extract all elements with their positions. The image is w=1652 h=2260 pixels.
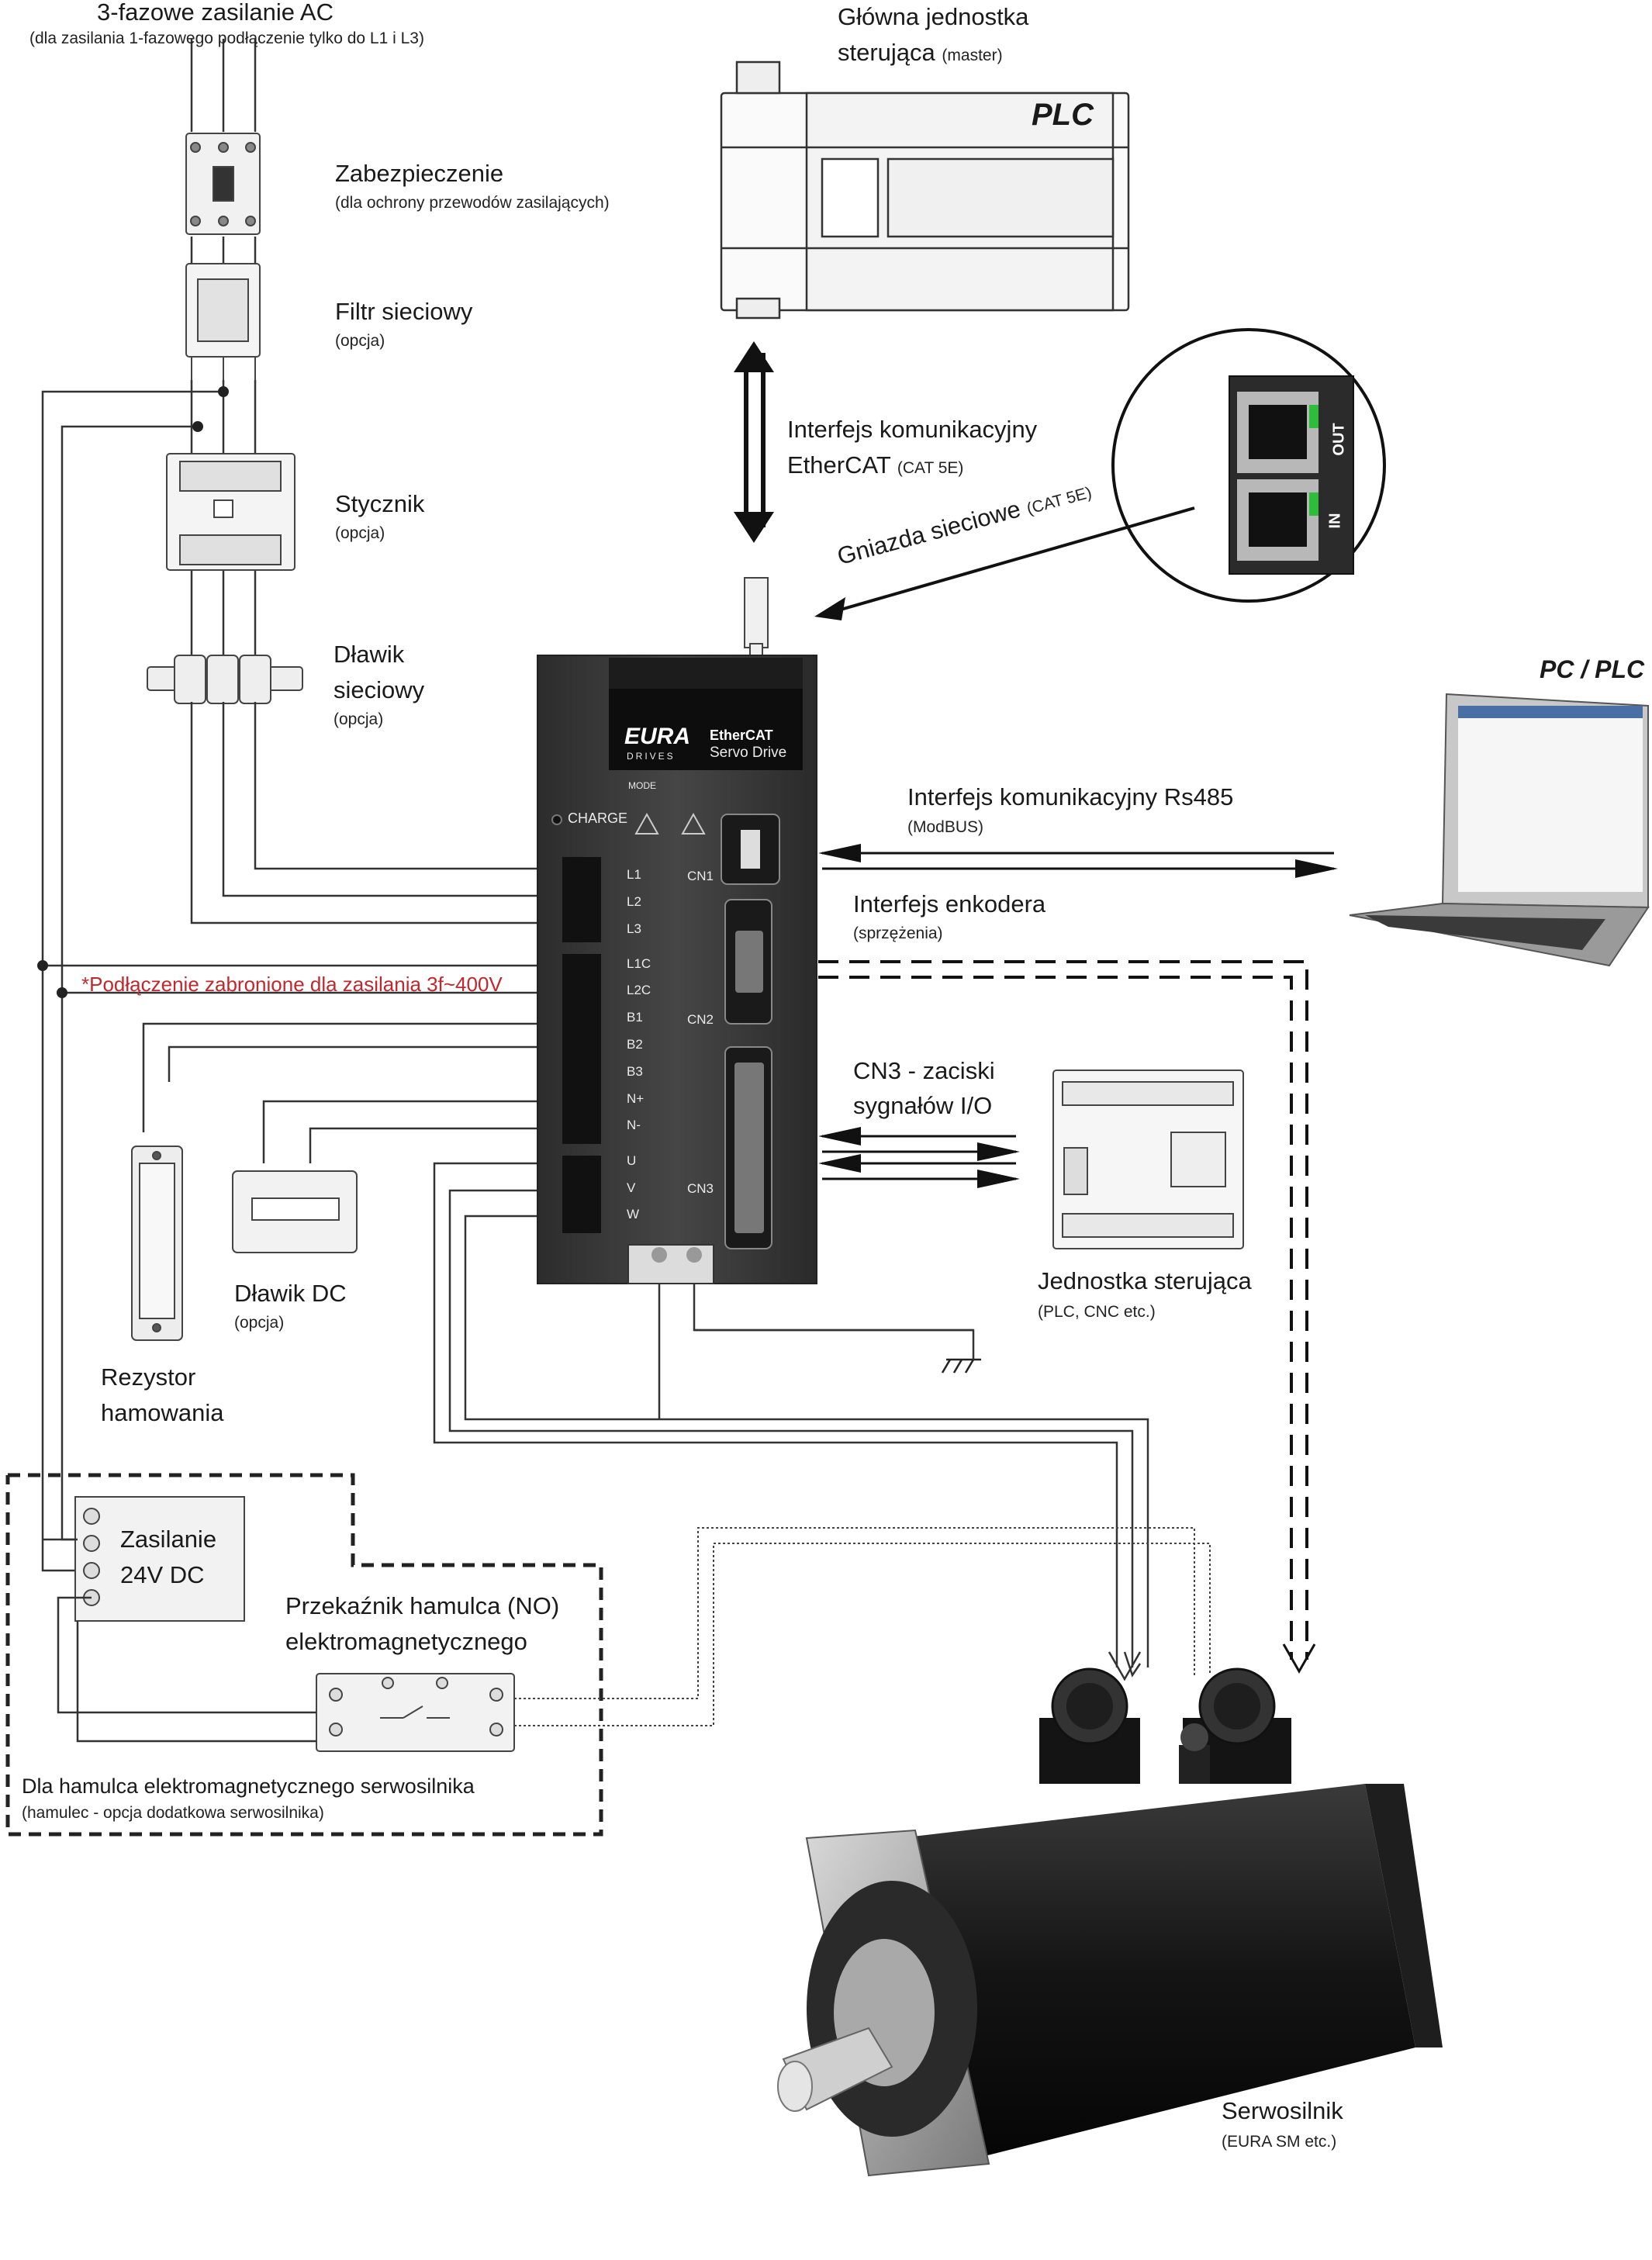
drive-mode: MODE bbox=[628, 780, 656, 791]
dc-choke bbox=[232, 1170, 358, 1253]
plc-title-1: Główna jednostka bbox=[838, 3, 1029, 30]
terminal-l2: L2 bbox=[627, 894, 641, 909]
ethercat-title-2: EtherCAT (CAT 5E) bbox=[787, 451, 963, 479]
terminal-b3: B3 bbox=[627, 1064, 643, 1079]
cn3-label: CN3 bbox=[687, 1181, 714, 1196]
terminal-w: W bbox=[627, 1207, 640, 1222]
terminal-l3: L3 bbox=[627, 921, 641, 936]
breaker bbox=[185, 133, 261, 235]
filter-title: Filtr sieciowy bbox=[335, 298, 473, 325]
dc-choke-title: Dławik DC bbox=[234, 1280, 347, 1307]
ethercat-arrow bbox=[734, 341, 774, 543]
terminal-nplus: N+ bbox=[627, 1091, 645, 1106]
terminal-b1: B1 bbox=[627, 1010, 643, 1025]
filter-note: (opcja) bbox=[335, 332, 385, 350]
cn1-label: CN1 bbox=[687, 869, 714, 883]
contactor-note: (opcja) bbox=[335, 524, 385, 542]
servo-motor bbox=[777, 1667, 1443, 2177]
terminal-u: U bbox=[627, 1153, 637, 1168]
ground-symbol bbox=[941, 1358, 981, 1374]
relay-title-1: Przekaźnik hamulca (NO) bbox=[285, 1592, 560, 1619]
plc-title-2: sterująca (master) bbox=[838, 39, 1003, 67]
plc-title-2-text: sterująca bbox=[838, 39, 935, 66]
motor-title: Serwosilnik bbox=[1222, 2097, 1343, 2124]
servo-drive bbox=[537, 655, 817, 1284]
terminal-l2c: L2C bbox=[627, 983, 651, 997]
encoder-title: Interfejs enkodera bbox=[853, 890, 1046, 917]
power-note: (dla zasilania 1-fazowego podłączenie ty… bbox=[29, 29, 424, 47]
dc-choke-note: (opcja) bbox=[234, 1314, 285, 1332]
rs485-note: (ModBUS) bbox=[907, 818, 984, 836]
relay-title-2: elektromagnetycznego bbox=[285, 1628, 527, 1655]
brake-dashed-border bbox=[5, 1473, 603, 1837]
terminal-l1: L1 bbox=[627, 867, 641, 882]
encoder-cable bbox=[818, 960, 1308, 1660]
laptop bbox=[1349, 693, 1650, 967]
breaker-title: Zabezpieczenie bbox=[335, 160, 504, 187]
psu-24v bbox=[74, 1496, 245, 1622]
drive-model: Servo Drive bbox=[710, 745, 787, 761]
breaker-note: (dla ochrony przewodów zasilających) bbox=[335, 194, 610, 212]
motor-note: (EURA SM etc.) bbox=[1222, 2133, 1337, 2151]
terminal-l1c: L1C bbox=[627, 956, 651, 971]
drive-brand: EURA bbox=[624, 724, 691, 749]
cn3-title-1: CN3 - zaciski bbox=[853, 1057, 995, 1084]
cn2-label: CN2 bbox=[687, 1012, 714, 1027]
port-out-label: OUT bbox=[1330, 423, 1348, 456]
cn3-title-2: sygnałów I/O bbox=[853, 1092, 993, 1119]
ethercat-note: (CAT 5E) bbox=[897, 459, 964, 477]
line-filter bbox=[185, 263, 261, 380]
drive-protocol: EtherCAT bbox=[710, 727, 773, 743]
drive-charge: CHARGE bbox=[568, 810, 628, 826]
choke-title-1: Dławik bbox=[334, 641, 405, 668]
terminal-v: V bbox=[627, 1180, 636, 1195]
resistor-title-1: Rezystor bbox=[101, 1363, 196, 1391]
brake-relay bbox=[316, 1673, 515, 1752]
contactor-title: Stycznik bbox=[335, 490, 425, 517]
contactor bbox=[166, 453, 295, 571]
line-choke bbox=[147, 655, 303, 704]
forbidden-warning: *Podłączenie zabronione dla zasilania 3f… bbox=[81, 973, 503, 996]
brake-note-sub: (hamulec - opcja dodatkowa serwosilnika) bbox=[22, 1804, 324, 1822]
ground-dots bbox=[37, 386, 229, 998]
terminal-nminus: N- bbox=[627, 1118, 641, 1132]
brake-note-title: Dla hamulca elektromagnetycznego serwosi… bbox=[22, 1774, 475, 1798]
plc-badge: PLC bbox=[1032, 98, 1094, 132]
rj45-sockets bbox=[1229, 375, 1354, 575]
controller-note: (PLC, CNC etc.) bbox=[1038, 1303, 1156, 1321]
brake-resistor bbox=[131, 1146, 183, 1341]
choke-note: (opcja) bbox=[334, 710, 384, 728]
ethercat-title-1: Interfejs komunikacyjny bbox=[787, 416, 1038, 443]
io-controller bbox=[1052, 1070, 1244, 1249]
ethercat-title-2-text: EtherCAT bbox=[787, 451, 891, 479]
controller-title: Jednostka sterująca bbox=[1038, 1267, 1252, 1294]
drive-brand-sub: DRIVES bbox=[627, 751, 676, 762]
plc-master-unit bbox=[720, 60, 1130, 320]
encoder-note: (sprzężenia) bbox=[853, 924, 943, 942]
terminal-b2: B2 bbox=[627, 1037, 643, 1052]
choke-title-2: sieciowy bbox=[334, 676, 425, 703]
psu-title-2: 24V DC bbox=[120, 1561, 205, 1588]
plc-note: (master) bbox=[942, 47, 1003, 64]
power-title: 3-fazowe zasilanie AC bbox=[97, 0, 334, 26]
rs485-arrow bbox=[822, 852, 1334, 870]
pc-title: PC / PLC bbox=[1540, 655, 1645, 683]
rs485-title: Interfejs komunikacyjny Rs485 bbox=[907, 783, 1234, 810]
port-in-label: IN bbox=[1326, 513, 1344, 529]
psu-title-1: Zasilanie bbox=[120, 1526, 217, 1553]
resistor-title-2: hamowania bbox=[101, 1399, 224, 1426]
